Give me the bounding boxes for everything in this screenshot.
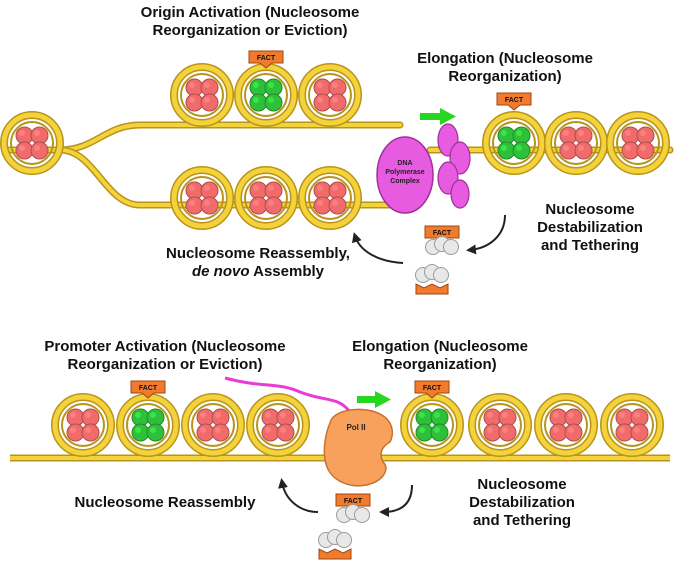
fact-label: FACT (257, 55, 276, 62)
nucleosome (170, 63, 234, 127)
polymerase-label-3: Complex (390, 178, 420, 185)
top-panel: FACT FACT DNA Polymerase Complex FACT (0, 50, 674, 295)
histone-octamer (131, 408, 165, 442)
nucleosome (544, 111, 608, 175)
histone-octamer (185, 181, 219, 215)
bottom-panel: FACT FACT Pol II FACT (10, 376, 670, 560)
bottom-destabilization-label: Nucleosome Destabilization and Tethering (452, 476, 592, 530)
fact-label: FACT (505, 97, 524, 104)
de-novo-italic: de novo (192, 263, 250, 280)
nucleosome-fact-bound (482, 111, 546, 175)
bottom-destab-arrow (379, 484, 413, 517)
histone-chaperone (318, 548, 352, 560)
nucleosome-fact-bound (234, 63, 298, 127)
nucleosome (298, 166, 362, 230)
pol-ii: Pol II (323, 408, 393, 487)
top-reassembly-line-2: de novo Assembly (158, 263, 358, 281)
top-destab-line-1: Nucleosome (545, 201, 635, 218)
origin-label-line-2: Reorganization or Eviction) (152, 22, 348, 39)
assembly-text: Assembly (249, 263, 324, 280)
bottom-nucleosomes: FACT FACT (51, 380, 664, 457)
bottom-destab-line-1: Nucleosome (477, 476, 567, 493)
polymerase-label-2: Polymerase (385, 169, 424, 176)
pol-ii-label: Pol II (346, 423, 365, 432)
nucleosome (234, 166, 298, 230)
histone-octamer (483, 408, 517, 442)
nucleosome (181, 393, 245, 457)
top-destab-line-2: Destabilization (537, 219, 643, 236)
top-nucleosomes: FACT FACT (0, 50, 670, 230)
top-destabilization-label: Nucleosome Destabilization and Tethering (520, 201, 660, 255)
histone-dimer (415, 264, 449, 283)
top-elongation-line-2: Reorganization) (448, 68, 562, 85)
promoter-label-line-2: Reorganization or Eviction) (67, 356, 263, 373)
rna-transcript (224, 376, 352, 413)
bottom-reassembly-arrow (278, 478, 319, 513)
bottom-reassembly-label: Nucleosome Reassembly (60, 494, 270, 512)
nucleosome (246, 393, 310, 457)
fact-label: FACT (139, 385, 158, 392)
histone-octamer (549, 408, 583, 442)
promoter-label-line-1: Promoter Activation (Nucleosome (44, 338, 286, 355)
histone-octamer (615, 408, 649, 442)
fact-protein: FACT (496, 92, 532, 111)
top-reassembly-label: Nucleosome Reassembly, de novo Assembly (158, 245, 358, 281)
fact-protein: FACT (414, 380, 450, 399)
histone-octamer (559, 126, 593, 160)
histone-octamer (497, 126, 531, 160)
histone-octamer (261, 408, 295, 442)
nucleosome (606, 111, 670, 175)
nucleosome-fact-bound (116, 393, 180, 457)
bottom-reassembly-text: Nucleosome Reassembly (74, 494, 256, 511)
bottom-direction-arrow (357, 391, 391, 408)
histone-octamer (621, 126, 655, 160)
histone-octamer (249, 181, 283, 215)
nucleosome (534, 393, 598, 457)
fact-protein: FACT (130, 380, 166, 399)
dna-polymerase-complex: DNA Polymerase Complex (376, 123, 471, 214)
nucleosome (170, 166, 234, 230)
bottom-destab-line-2: Destabilization (469, 494, 575, 511)
histone-octamer (185, 78, 219, 112)
fact-label: FACT (423, 385, 442, 392)
fact-label: FACT (344, 498, 363, 505)
nucleosome (468, 393, 532, 457)
origin-activation-label: Origin Activation (Nucleosome Reorganiza… (130, 4, 370, 40)
histone-octamer (15, 126, 49, 160)
histone-octamer (415, 408, 449, 442)
bottom-elongation-line-1: Elongation (Nucleosome (352, 338, 528, 355)
origin-label-line-1: Origin Activation (Nucleosome (140, 4, 360, 21)
bottom-destab-line-3: and Tethering (472, 512, 572, 529)
top-reassembly-line-1: Nucleosome Reassembly, (166, 245, 350, 262)
promoter-activation-label: Promoter Activation (Nucleosome Reorgani… (35, 338, 295, 374)
nucleosome-fact-bound (400, 393, 464, 457)
top-tethered-histones: FACT (415, 225, 460, 295)
polymerase-label-1: DNA (397, 160, 412, 167)
nucleosome (298, 63, 362, 127)
top-reassembly-arrow (352, 232, 404, 264)
histone-octamer (313, 78, 347, 112)
histone-chaperone (415, 283, 449, 295)
fact-protein: FACT (248, 50, 284, 69)
nucleosome (51, 393, 115, 457)
top-elongation-line-1: Elongation (Nucleosome (417, 50, 593, 67)
histone-octamer (313, 181, 347, 215)
top-elongation-label: Elongation (Nucleosome Reorganization) (405, 50, 605, 86)
top-destab-line-3: and Tethering (540, 237, 640, 254)
nucleosome (600, 393, 664, 457)
histone-octamer (66, 408, 100, 442)
bottom-tethered-histones: FACT (318, 493, 371, 560)
histone-dimer (318, 529, 352, 548)
histone-octamer (196, 408, 230, 442)
bottom-elongation-label: Elongation (Nucleosome Reorganization) (340, 338, 540, 374)
histone-dimer (336, 504, 370, 523)
histone-octamer (249, 78, 283, 112)
fact-label: FACT (433, 230, 452, 237)
histone-dimer (425, 236, 459, 255)
nucleosome-parental (0, 111, 64, 175)
bottom-elongation-line-2: Reorganization) (383, 356, 497, 373)
top-destab-arrow (466, 214, 506, 255)
top-direction-arrow (420, 108, 456, 125)
